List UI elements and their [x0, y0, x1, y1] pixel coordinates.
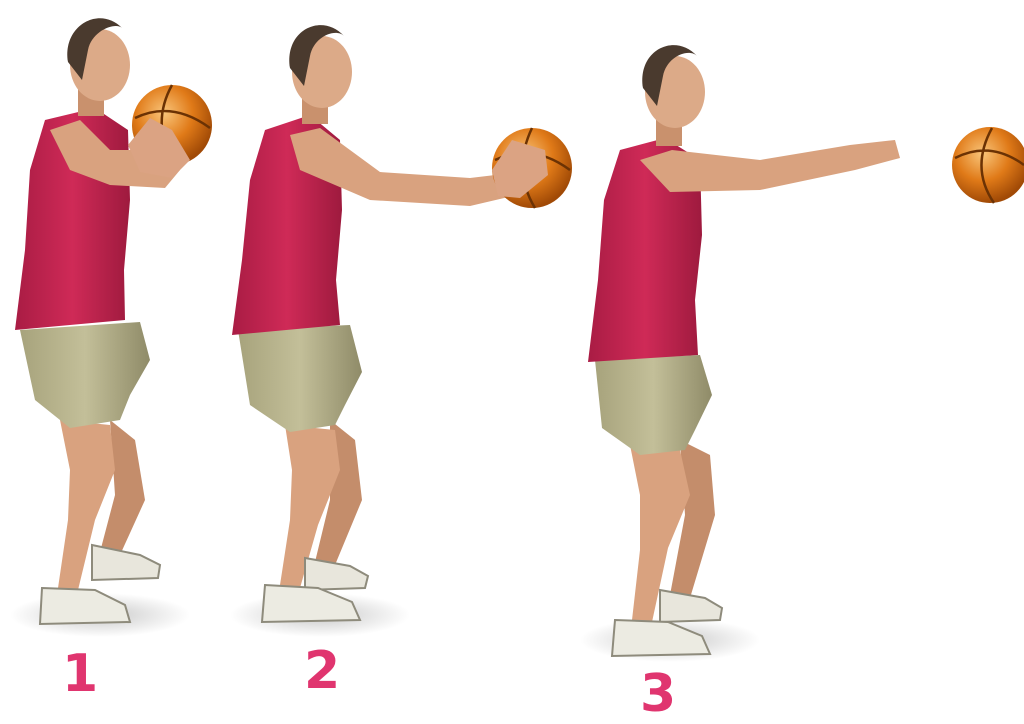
back-shoe	[92, 545, 160, 580]
step-number-1: 1	[62, 648, 98, 700]
player-figure-step-1	[10, 18, 212, 637]
shorts	[20, 322, 150, 428]
front-shoe	[262, 585, 360, 622]
basketball-in-flight	[952, 127, 1024, 203]
step-number-3: 3	[640, 668, 676, 720]
shorts	[595, 355, 712, 455]
shorts	[238, 325, 362, 432]
player-figure-step-2	[230, 25, 572, 637]
player-figure-step-3	[580, 45, 900, 662]
back-shoe	[305, 558, 368, 590]
back-shoe	[660, 590, 722, 622]
step-number-2: 2	[304, 645, 340, 697]
